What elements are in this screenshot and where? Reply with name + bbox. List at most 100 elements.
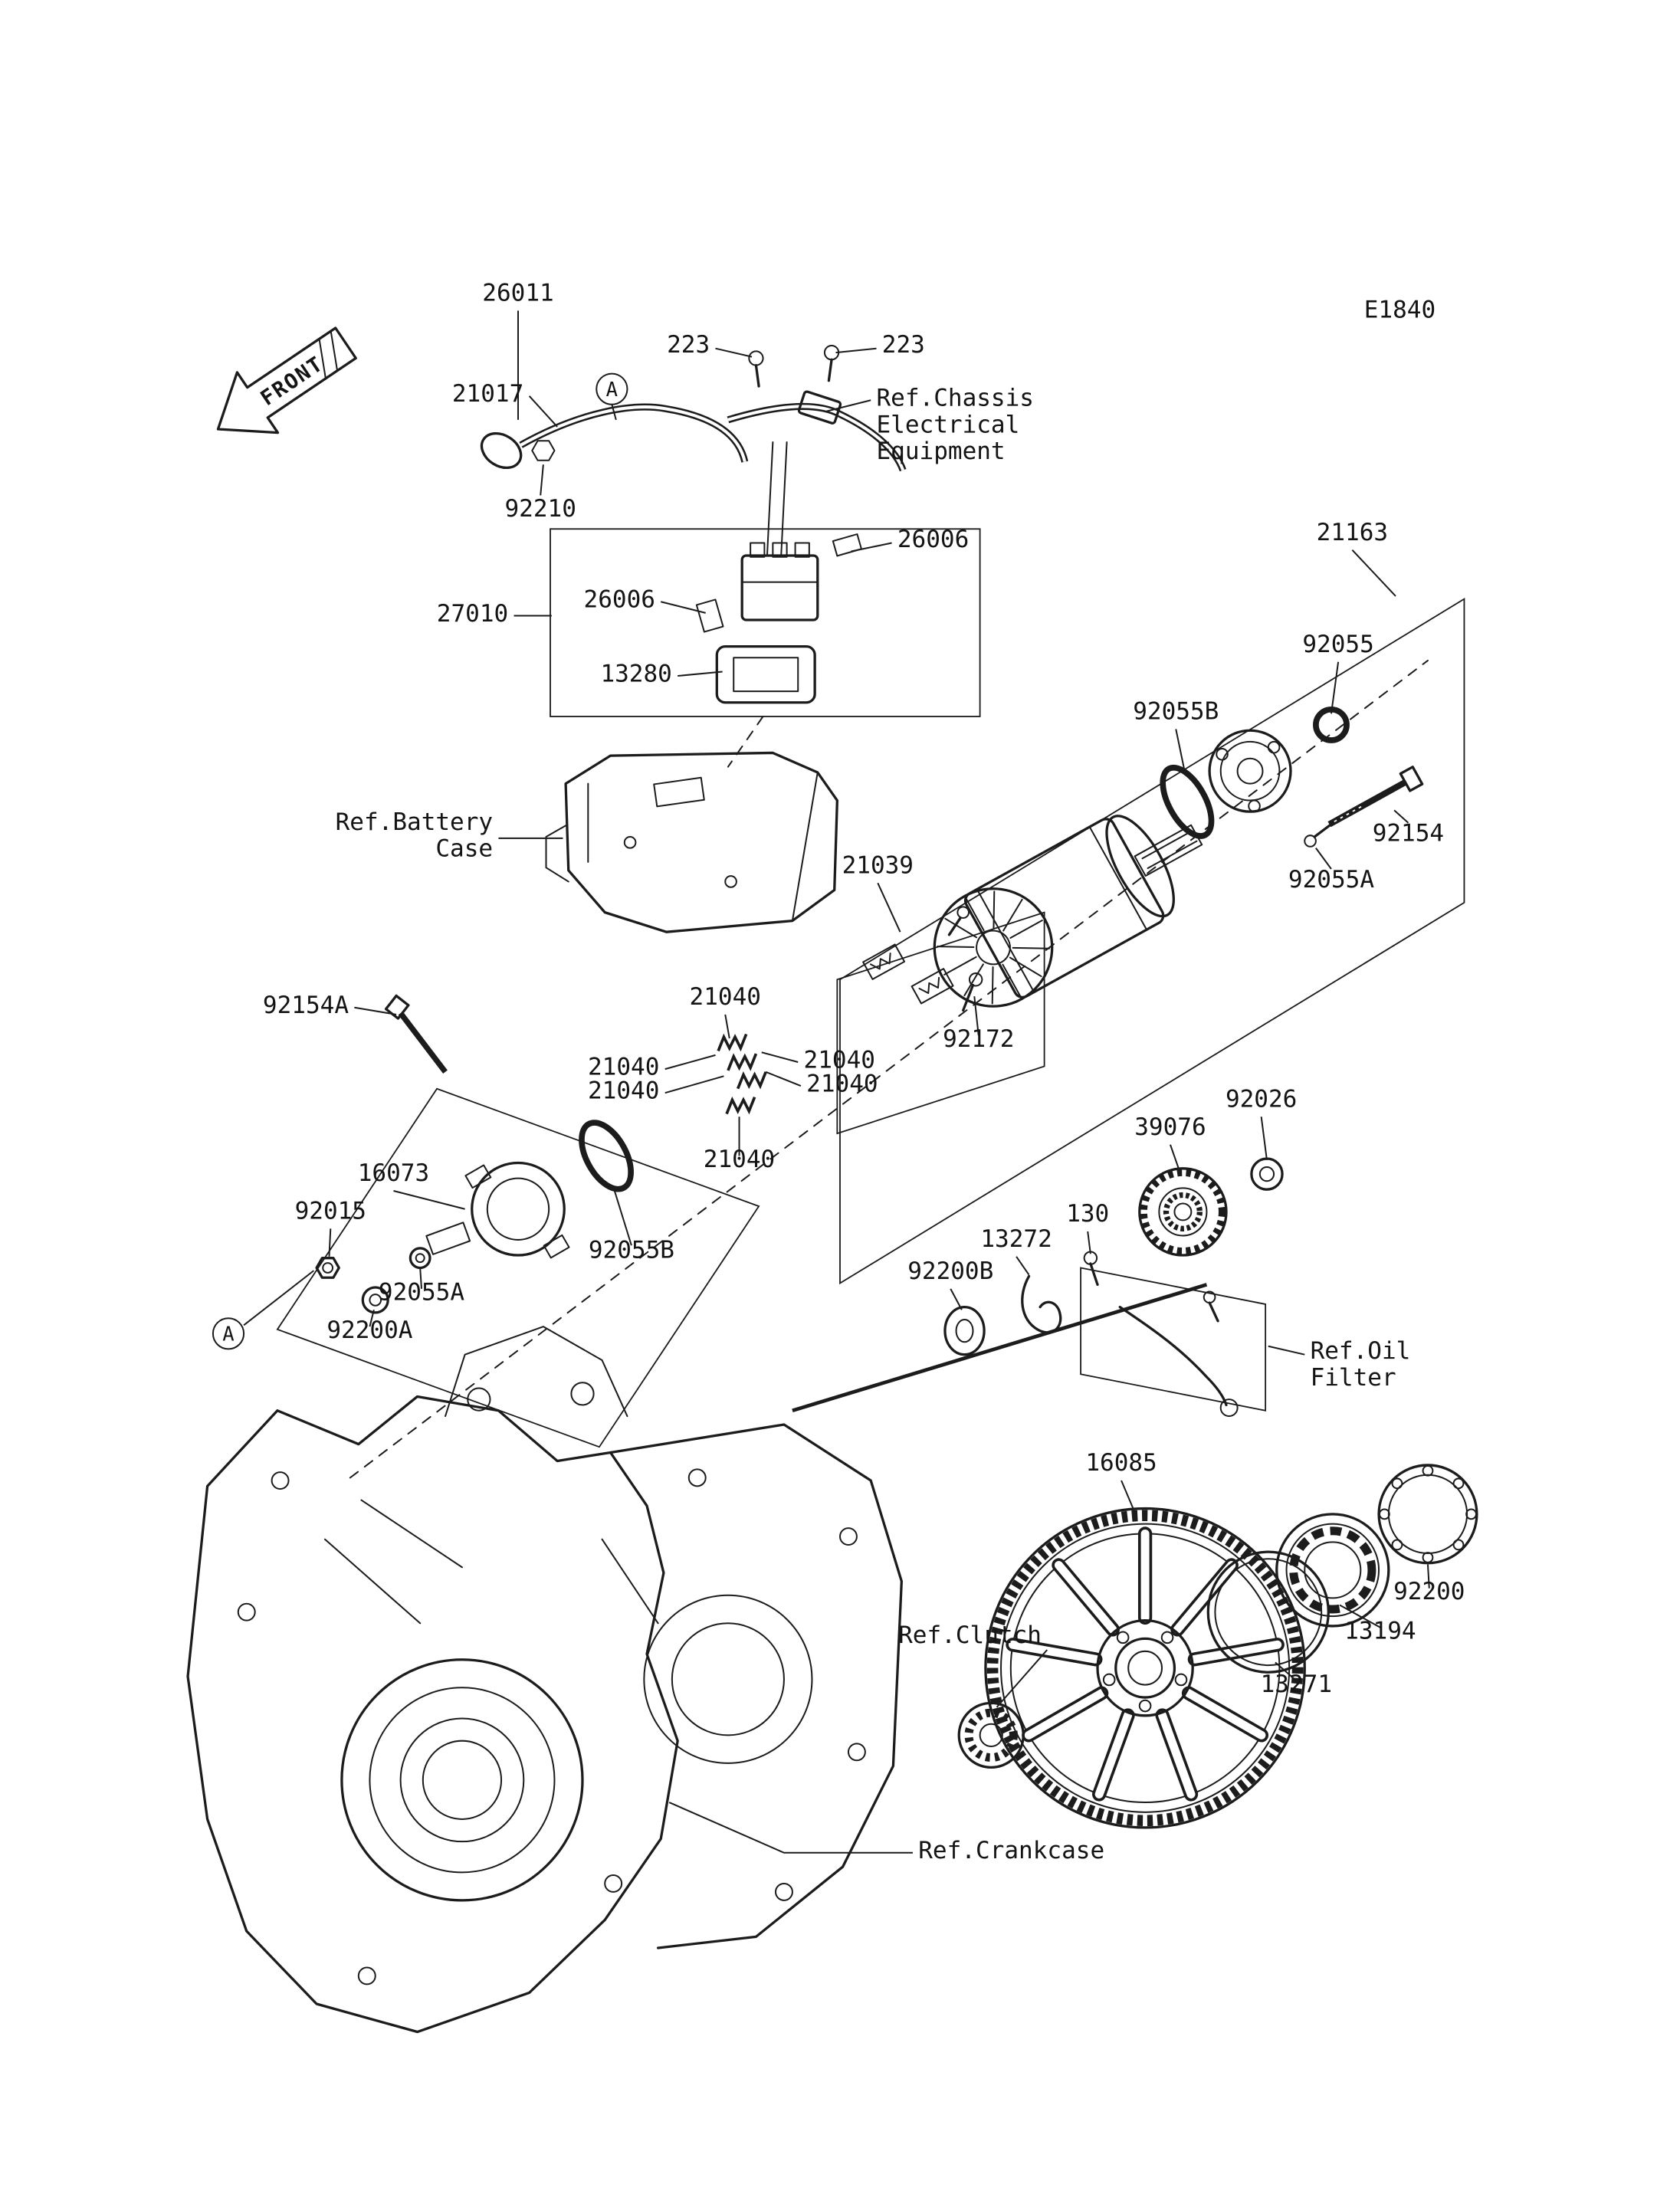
brush-springs-21040 — [717, 1033, 767, 1115]
oil-filter-bracket — [1118, 1290, 1239, 1418]
leader-line — [996, 1649, 1048, 1708]
leader-line — [1339, 1604, 1381, 1628]
part-label: 21039 — [842, 851, 914, 879]
retainer-ring-13271 — [1206, 1550, 1330, 1674]
leader-line — [612, 1186, 632, 1246]
washer-92055a-left — [409, 1247, 431, 1270]
starter-cable — [480, 390, 907, 556]
leader-line — [540, 464, 544, 496]
oil-filter-box — [1080, 1267, 1267, 1412]
leader-line — [724, 1014, 730, 1039]
part-label: 92200A — [326, 1317, 412, 1344]
chassis-connector — [797, 390, 842, 425]
leader-line — [369, 1309, 375, 1327]
starter-motor-fins — [936, 890, 1051, 1005]
leader-line — [1351, 549, 1396, 597]
ring-gear-16085 — [984, 1507, 1306, 1829]
relay-group-box — [550, 528, 981, 717]
battery-case-outline — [545, 751, 838, 933]
part-label: 92200B — [907, 1258, 993, 1285]
part-label: 92055 — [1302, 631, 1373, 658]
leader-line — [664, 1075, 724, 1094]
leader-line — [678, 671, 723, 677]
part-label: 223 — [882, 331, 925, 359]
part-label: 26011 — [482, 280, 553, 307]
svg-text:A: A — [222, 1323, 234, 1346]
clip-13272 — [1021, 1274, 1062, 1334]
leader-line — [825, 399, 871, 412]
part-label: 13280 — [600, 660, 671, 687]
leader-line — [973, 996, 979, 1036]
washer-92026 — [1250, 1157, 1284, 1191]
starter-group-box — [839, 597, 1465, 1285]
screw-92055a-right — [1304, 822, 1333, 848]
rear-cover-box — [276, 1087, 760, 1448]
svg-text:A: A — [606, 379, 618, 402]
leader-line — [664, 1054, 716, 1071]
leader-line — [1275, 1661, 1297, 1681]
starter-end-cover — [1208, 729, 1292, 813]
nut-92015 — [315, 1257, 340, 1279]
fuse-26006-right — [832, 533, 862, 557]
brush-holder-box — [836, 911, 1045, 1135]
through-bolt-92154a — [384, 994, 448, 1074]
screw-223-right — [823, 345, 840, 382]
leader-line — [715, 347, 753, 358]
part-label: 21040 — [804, 1046, 875, 1074]
part-label: Ref.Crankcase — [918, 1837, 1104, 1864]
starter-relay — [695, 533, 862, 768]
washer-92200a — [361, 1286, 389, 1314]
part-label: 92026 — [1226, 1085, 1297, 1113]
leader-line — [851, 542, 892, 553]
part-label: 92055B — [589, 1237, 674, 1264]
part-label: 92055A — [379, 1278, 464, 1306]
leader-line — [761, 1051, 799, 1063]
leader-line — [835, 347, 877, 354]
part-label: 13272 — [980, 1225, 1052, 1253]
leader-line — [528, 395, 558, 428]
assembly-axis-line — [349, 659, 1429, 1479]
leader-line — [1330, 661, 1340, 714]
leader-line — [1260, 1117, 1268, 1160]
part-label: 21040 — [690, 983, 761, 1011]
leader-lines — [243, 310, 1430, 1854]
leader-line — [668, 1802, 913, 1854]
leader-line — [1175, 729, 1186, 770]
brush-holder-21039 — [862, 943, 954, 1005]
idler-gear-39076 — [1138, 1167, 1228, 1257]
part-label: 92200 — [1393, 1578, 1465, 1605]
shift-rod — [792, 1283, 1208, 1412]
part-label: 92055A — [1288, 866, 1374, 894]
relay-bracket-13280 — [715, 645, 816, 704]
part-label: 21040 — [588, 1077, 659, 1105]
part-label: 26006 — [897, 526, 969, 553]
part-label: E1840 — [1364, 297, 1436, 324]
circled-marker: A — [596, 372, 628, 405]
part-label: 92172 — [943, 1025, 1014, 1053]
rear-cover-16073 — [425, 1161, 570, 1259]
fuse-26006-left — [695, 598, 724, 633]
part-label: 21040 — [704, 1146, 775, 1173]
leader-line — [354, 1006, 397, 1015]
screw-21039-top — [947, 906, 970, 936]
through-bolt-92154 — [1327, 766, 1424, 828]
leader-line — [661, 601, 706, 614]
part-label: 16085 — [1085, 1449, 1157, 1477]
part-label: Ref.Clutch — [898, 1622, 1042, 1649]
leader-line — [1016, 1256, 1030, 1276]
leader-line — [393, 1190, 465, 1210]
circled-markers: AA — [212, 372, 628, 1350]
part-label: 26006 — [584, 586, 655, 614]
leader-line — [419, 1267, 422, 1289]
part-label: 13271 — [1261, 1671, 1332, 1698]
leader-line — [243, 1270, 314, 1326]
part-label: 92210 — [505, 495, 576, 523]
screw-92172 — [962, 972, 983, 1012]
part-label: 27010 — [437, 600, 508, 628]
terminal-nut — [531, 440, 556, 461]
